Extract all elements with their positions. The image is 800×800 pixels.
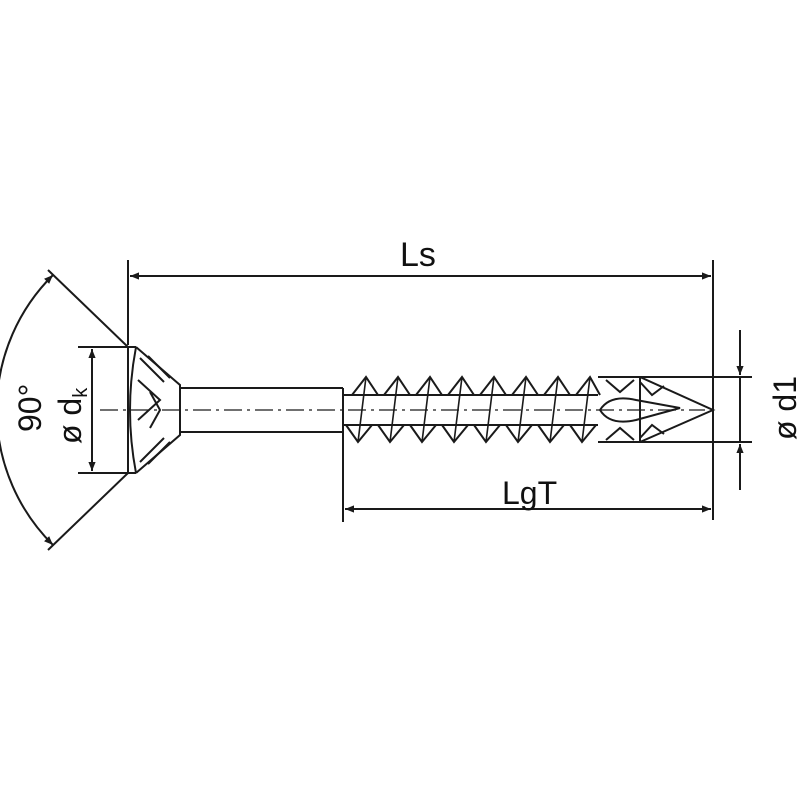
- thread-teeth-bottom: [345, 424, 597, 444]
- dk-label: ø dk: [52, 387, 92, 444]
- tip-outline: [598, 376, 716, 443]
- lgt-label: LgT: [502, 475, 558, 511]
- tip-cutter-top: [605, 379, 665, 397]
- ls-label: Ls: [400, 236, 436, 274]
- tip-flute: [598, 397, 681, 423]
- head-drive-recess: [137, 379, 162, 429]
- angle-arc: [0, 274, 54, 546]
- dk-label-main: ø d: [52, 397, 88, 444]
- dk-label-sub: k: [70, 387, 92, 398]
- thread-teeth-top: [351, 375, 601, 396]
- angle-label: 90°: [12, 383, 48, 432]
- head-face: [129, 346, 137, 474]
- head-ribs: [139, 355, 171, 465]
- d1-label: ø d1: [767, 375, 800, 440]
- angle-bottom-extension-line: [47, 472, 129, 551]
- angle-top-extension-line: [47, 269, 129, 348]
- tip-cutter-bottom: [605, 423, 665, 441]
